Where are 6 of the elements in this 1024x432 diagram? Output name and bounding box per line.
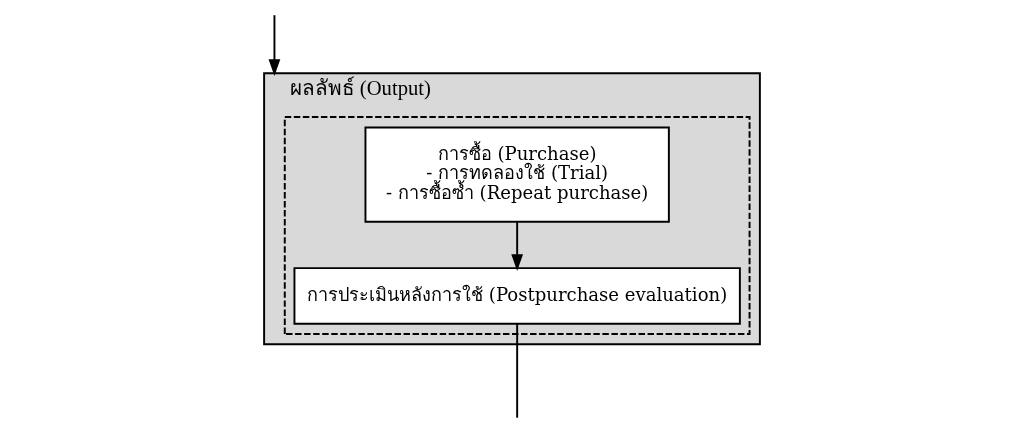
arrow — [268, 13, 281, 76]
connector — [516, 322, 519, 419]
node-box: การประเมินหลังการใช้ (Postpurchase evaluation) — [293, 266, 741, 325]
node-box: การซื้อ (Purchase) - การทดลองใช้ (Trial) - การซื้อซ้ำ (Repeat purchase) — [364, 125, 670, 223]
arrow — [511, 220, 524, 271]
cluster — [283, 115, 751, 335]
